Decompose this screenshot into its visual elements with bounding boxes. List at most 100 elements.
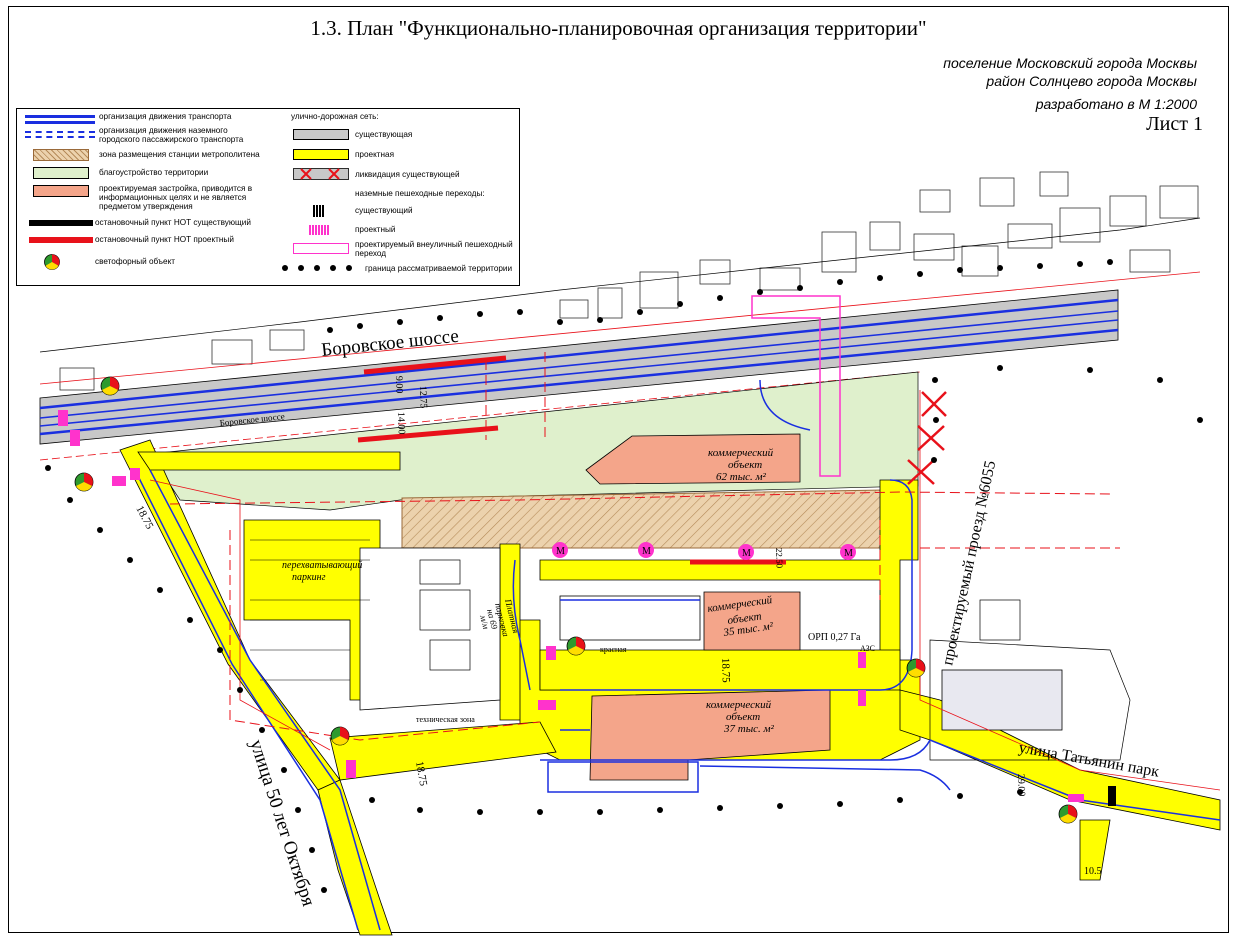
existing-buildings-north bbox=[59, 171, 1199, 391]
legend-symbol-public-transport bbox=[25, 136, 95, 138]
traffic-light-icon bbox=[566, 636, 586, 656]
existing-building bbox=[429, 639, 471, 671]
existing-building bbox=[979, 599, 1021, 641]
legend-symbol-crossing-existing bbox=[313, 205, 325, 217]
subtitle-district: район Солнцево города Москвы bbox=[986, 73, 1197, 89]
obj-62-line3: 62 тыс. м² bbox=[716, 471, 767, 483]
metro-letter: М bbox=[844, 548, 853, 559]
paid-parking-line4: м/м bbox=[478, 613, 491, 630]
traffic-light-icon bbox=[1058, 804, 1078, 824]
metro-letter: М bbox=[742, 548, 751, 559]
legend-symbol-stop-project bbox=[29, 237, 93, 243]
width-label: 10.5 bbox=[1084, 866, 1102, 877]
metro-entrance-icon: М bbox=[738, 544, 754, 560]
sheet-number: Лист 1 bbox=[1146, 113, 1203, 135]
pedestrian-crossing-existing bbox=[1108, 786, 1116, 806]
traffic-light-icon bbox=[330, 726, 350, 746]
page-title: 1.3. План "Функционально-планировочная о… bbox=[310, 16, 927, 40]
lane-arrow-line bbox=[39, 310, 1119, 419]
legend-symbol-stop-existing bbox=[29, 220, 93, 226]
legend-label: проектируемая застройка, приводится в ин… bbox=[99, 184, 253, 211]
obj-37-line1: коммерческий bbox=[706, 699, 772, 711]
legend-label: организация движения транспорта bbox=[99, 112, 232, 121]
existing-building bbox=[419, 559, 461, 585]
traffic-light-icon bbox=[906, 658, 926, 678]
legend-symbol-traffic bbox=[25, 121, 95, 124]
width-label: 12.75 bbox=[417, 386, 429, 409]
legend-label: зона размещения станции метрополитена bbox=[99, 150, 260, 159]
bus-stops-project bbox=[357, 355, 786, 565]
width-label: 9.00 bbox=[393, 376, 405, 394]
borovskoe-highway-road bbox=[39, 289, 1119, 445]
legend-symbol-crossing-project bbox=[309, 225, 329, 235]
legend-label: остановочный пункт НОТ проектный bbox=[95, 235, 234, 244]
legend-label: граница рассматриваемой территории bbox=[365, 264, 513, 273]
legend-label: существующая bbox=[355, 130, 413, 139]
metro-letter: М bbox=[642, 546, 651, 557]
north-boundary-line bbox=[39, 217, 1201, 353]
paid-parking-line3: на 69 bbox=[485, 608, 500, 631]
legend-label: ликвидация существующей bbox=[355, 170, 460, 179]
scale-label: разработано в М 1:2000 bbox=[1035, 96, 1197, 112]
tech-zone-label: техническая зона bbox=[416, 715, 475, 724]
obj-62-line1: коммерческий bbox=[708, 447, 774, 459]
existing-building-east bbox=[941, 669, 1063, 731]
width-label: 22.50 bbox=[774, 548, 785, 569]
legend-label: светофорный объект bbox=[95, 257, 176, 266]
obj-37-line2: объект bbox=[726, 711, 760, 723]
obj-37-line3: 37 тыс. м² bbox=[723, 723, 775, 735]
obj-35-line2: объект bbox=[727, 610, 763, 627]
underground-pedestrian-crossing bbox=[751, 295, 841, 477]
traffic-light-icon bbox=[44, 254, 60, 270]
existing-building bbox=[559, 595, 701, 641]
commercial-object-35 bbox=[703, 591, 801, 651]
legend-symbol-road-project bbox=[293, 149, 349, 160]
road-demolition-marks bbox=[907, 391, 947, 485]
red-line bbox=[149, 479, 331, 751]
legend-label: благоустройство территории bbox=[99, 168, 209, 177]
metro-entrance-icon: М bbox=[638, 542, 654, 558]
legend-label: наземные пешеходные переходы: bbox=[355, 189, 485, 198]
traffic-light-icon bbox=[74, 472, 94, 492]
legend-symbol-road-demolition bbox=[293, 168, 349, 180]
width-label: 18.75 bbox=[719, 658, 732, 684]
legend-symbol-boundary bbox=[282, 265, 352, 271]
orp-label: ОРП 0,27 Га bbox=[808, 632, 861, 643]
legend: организация движения транспорта организа… bbox=[16, 108, 520, 286]
obj-62-line2: объект bbox=[728, 459, 762, 471]
metro-station-zone bbox=[401, 489, 885, 549]
legend-symbol-metro-zone bbox=[33, 149, 89, 161]
bus-loop bbox=[547, 761, 699, 793]
legend-symbol-traffic bbox=[25, 115, 95, 118]
interception-parking bbox=[250, 539, 370, 681]
legend-symbol-public-transport bbox=[25, 131, 95, 133]
lane-arrow-line bbox=[39, 298, 1119, 410]
traffic-organization-lines bbox=[134, 379, 1221, 931]
lane-arrow-line bbox=[39, 328, 1119, 436]
legend-symbol-project-building bbox=[33, 185, 89, 197]
subtitle-settlement: поселение Московский города Москвы bbox=[943, 55, 1197, 71]
legend-label: существующий bbox=[355, 206, 413, 215]
legend-label: проектируемый внеуличный пешеходный пере… bbox=[355, 240, 513, 258]
existing-building bbox=[419, 589, 471, 631]
metro-entrance-icon: М bbox=[552, 542, 568, 558]
width-label: 18.75 bbox=[413, 760, 429, 787]
metro-entrance-icon: М bbox=[840, 544, 856, 560]
red-line bbox=[39, 271, 1201, 385]
legend-label: проектный bbox=[355, 225, 396, 234]
red-line bbox=[919, 390, 1221, 791]
traffic-light-icon bbox=[100, 376, 120, 396]
legend-label: организация движения наземного городског… bbox=[99, 126, 244, 144]
pedestrian-crossings-project bbox=[58, 410, 1084, 802]
width-label: 29.00 bbox=[1015, 774, 1027, 797]
legend-label: проектная bbox=[355, 150, 395, 159]
legend-right-header: улично-дорожная сеть: bbox=[291, 112, 379, 121]
width-label: 14.00 bbox=[395, 412, 407, 435]
parking-line2: паркинг bbox=[292, 572, 326, 583]
gas-label: АЗС bbox=[860, 644, 875, 653]
legend-symbol-road-existing bbox=[293, 129, 349, 140]
street-label-borovskoe: Боровское шоссе bbox=[320, 326, 459, 361]
legend-symbol-underground-crossing bbox=[293, 243, 349, 254]
